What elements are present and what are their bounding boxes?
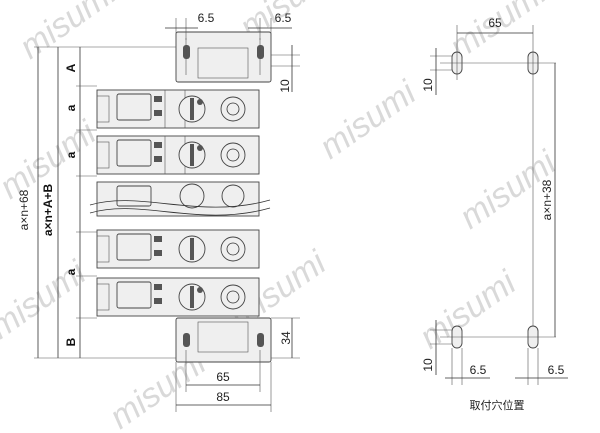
mount-dim-6.5-left: 6.5: [470, 363, 487, 377]
front-view: a×n+68 a×n+A+B A a a a B 6.5 6.5 10 34 6…: [17, 11, 300, 412]
dim-label-A: A: [64, 63, 78, 72]
valve-station: [96, 135, 260, 175]
mount-view: 65 10 a×n+38 10 6.5 6.5 取付穴位置: [421, 16, 568, 412]
mount-dim-pitch: a×n+38: [540, 179, 554, 220]
dim-label-B: B: [64, 337, 78, 346]
mount-caption: 取付穴位置: [470, 398, 525, 412]
station-display: [116, 93, 152, 121]
dim-right-10: 10: [278, 79, 292, 93]
top-mount-slot: [257, 45, 264, 59]
dim-label-total: a×n+68: [17, 189, 31, 230]
dim-top-right: 6.5: [275, 11, 292, 25]
top-end-plate: [175, 31, 272, 83]
dim-label-sum: a×n+A+B: [41, 183, 55, 236]
dim-top-left: 6.5: [198, 11, 215, 25]
dim-label-a: a: [64, 268, 78, 275]
dim-label-a: a: [64, 151, 78, 158]
mount-dim-6.5-right: 6.5: [548, 363, 565, 377]
station-fitting: [220, 96, 246, 122]
bottom-end-plate: [175, 317, 272, 363]
bottom-mount-slot: [257, 333, 264, 347]
break-line: [89, 199, 271, 208]
watermark-text: misumi: [413, 263, 524, 357]
dim-label-a: a: [64, 104, 78, 111]
mount-dim-10-top: 10: [421, 78, 435, 92]
valve-station: [96, 89, 260, 129]
watermark-text: misumi: [313, 73, 424, 167]
bottom-mount-slot: [183, 333, 190, 347]
mount-dim-10-bottom: 10: [421, 358, 435, 372]
dim-bottom-85: 85: [216, 390, 230, 404]
dim-right-34: 34: [279, 331, 293, 345]
watermark-text: misumi: [13, 0, 124, 67]
top-mount-slot: [183, 45, 190, 59]
top-end-plate-inner: [197, 47, 249, 79]
break-line: [89, 207, 271, 216]
bottom-end-plate-inner: [197, 321, 249, 353]
valve-station: [96, 229, 260, 269]
dim-bottom-65: 65: [216, 370, 230, 384]
mount-dim-65: 65: [488, 16, 502, 30]
valve-station: [96, 181, 260, 217]
valve-station: [96, 277, 260, 317]
